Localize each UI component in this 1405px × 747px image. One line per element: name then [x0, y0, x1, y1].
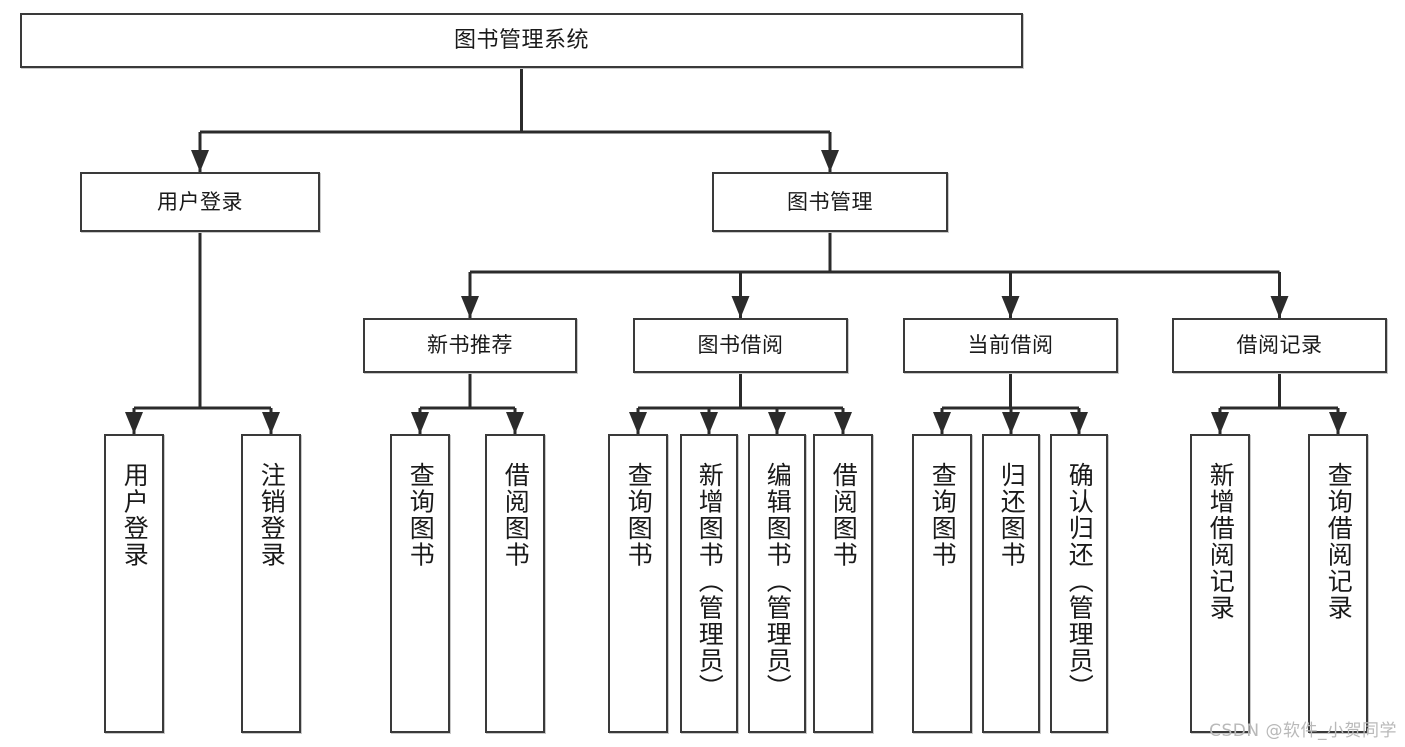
arrowhead-icon — [1329, 412, 1347, 434]
node-label: 新增图书（管理员） — [695, 462, 725, 701]
node-label: 新书推荐 — [427, 333, 513, 358]
node-label: 归还图书 — [997, 462, 1027, 568]
node-label: 用户登录 — [157, 189, 243, 214]
node-label: 编辑图书（管理员） — [763, 462, 793, 701]
node-l-edit[interactable]: 编辑图书（管理员） — [748, 434, 806, 733]
node-login[interactable]: 用户登录 — [80, 172, 320, 232]
node-current[interactable]: 当前借阅 — [903, 318, 1118, 373]
node-label: 查询借阅记录 — [1324, 462, 1354, 621]
node-borrow[interactable]: 图书借阅 — [633, 318, 848, 373]
node-label: 当前借阅 — [967, 333, 1054, 358]
arrowhead-icon — [731, 296, 750, 318]
node-records[interactable]: 借阅记录 — [1172, 318, 1387, 373]
node-l-borrow2[interactable]: 借阅图书 — [813, 434, 873, 733]
node-newbook[interactable]: 新书推荐 — [363, 318, 577, 373]
arrowhead-icon — [191, 150, 209, 172]
arrowhead-icon — [1270, 296, 1289, 318]
node-label: 借阅图书 — [829, 462, 859, 568]
node-label: 注销登录 — [257, 462, 287, 568]
node-label: 用户登录 — [120, 462, 150, 568]
node-label: 查询图书 — [928, 462, 958, 568]
arrowhead-icon — [1070, 412, 1088, 434]
arrowhead-icon — [933, 412, 951, 434]
arrowhead-icon — [262, 412, 280, 434]
arrowhead-icon — [834, 412, 852, 434]
node-l-query2[interactable]: 查询图书 — [608, 434, 668, 733]
node-l-queryrec[interactable]: 查询借阅记录 — [1308, 434, 1368, 733]
node-l-login[interactable]: 用户登录 — [104, 434, 164, 733]
node-label: 确认归还（管理员） — [1065, 462, 1095, 701]
node-l-addrec[interactable]: 新增借阅记录 — [1190, 434, 1250, 733]
node-l-return[interactable]: 归还图书 — [982, 434, 1040, 733]
arrowhead-icon — [768, 412, 786, 434]
node-label: 图书管理 — [787, 189, 873, 214]
arrowhead-icon — [125, 412, 143, 434]
arrowhead-icon — [506, 412, 524, 434]
node-l-add[interactable]: 新增图书（管理员） — [680, 434, 738, 733]
arrowhead-icon — [1001, 296, 1020, 318]
arrowhead-icon — [629, 412, 647, 434]
node-l-query3[interactable]: 查询图书 — [912, 434, 972, 733]
node-label: 查询图书 — [624, 462, 654, 568]
node-label: 借阅图书 — [501, 462, 531, 568]
node-root[interactable]: 图书管理系统 — [20, 13, 1023, 68]
node-label: 新增借阅记录 — [1206, 462, 1236, 621]
arrowhead-icon — [1002, 412, 1020, 434]
node-l-borrow1[interactable]: 借阅图书 — [485, 434, 545, 733]
node-label: 图书借阅 — [697, 333, 784, 358]
arrowhead-icon — [821, 150, 839, 172]
arrowhead-icon — [1211, 412, 1229, 434]
arrowhead-icon — [461, 296, 479, 318]
arrowhead-icon — [700, 412, 718, 434]
node-l-logout[interactable]: 注销登录 — [241, 434, 301, 733]
node-label: 查询图书 — [406, 462, 436, 568]
node-l-query1[interactable]: 查询图书 — [390, 434, 450, 733]
node-label: 图书管理系统 — [453, 27, 589, 53]
node-bookmgmt[interactable]: 图书管理 — [712, 172, 948, 232]
node-label: 借阅记录 — [1236, 333, 1323, 358]
arrowhead-icon — [411, 412, 429, 434]
node-l-confirm[interactable]: 确认归还（管理员） — [1050, 434, 1108, 733]
